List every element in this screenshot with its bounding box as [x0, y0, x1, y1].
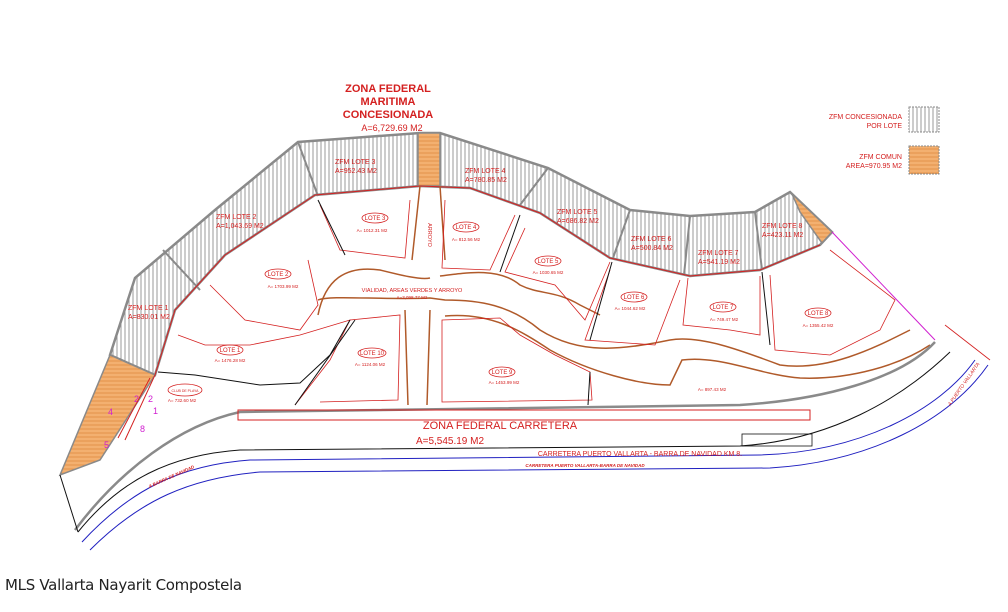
- zfm-lote-2-label: ZFM LOTE 2: [216, 214, 257, 221]
- lote-1-area: A= 1476.28 M2: [215, 358, 246, 363]
- zfm-lote-4-label: ZFM LOTE 4: [465, 168, 506, 175]
- road-black-edge: [59, 351, 951, 533]
- arroyo-label: ARROYO: [426, 223, 432, 248]
- lote-4-label: LOTE 4: [456, 225, 477, 231]
- vialidad-label: VIALIDAD, AREAS VERDES Y ARROYO: [362, 288, 463, 294]
- lote-4-area: A= 812.56 M2: [452, 237, 481, 242]
- road-structure: [741, 433, 813, 447]
- lote-10-area: A= 1124.06 M2: [355, 362, 386, 367]
- highway-line-outer: [89, 364, 989, 551]
- lote-6-label: LOTE 6: [624, 295, 645, 301]
- lote-9-label: LOTE 9: [492, 370, 513, 376]
- zfm-lote-8-area: A=423.11 M2: [762, 232, 803, 239]
- zfm-lote-7-area: A=541.19 M2: [698, 259, 740, 266]
- zfm-lote-1-label: ZFM LOTE 1: [128, 305, 169, 312]
- title-area: A=6,729.69 M2: [361, 123, 422, 133]
- lot-outlines: [177, 199, 896, 406]
- zona-federal-carretera-box: [237, 409, 811, 421]
- title-line-2: MARITIMA: [361, 96, 416, 108]
- highway-line: [81, 359, 976, 543]
- lote-2-area: A= 1703.99 M2: [268, 284, 299, 289]
- vertex-8: 8: [140, 424, 145, 434]
- dimension-line-left: [117, 377, 151, 439]
- zfm-lote-4-area: A=780.85 M2: [465, 177, 507, 184]
- legend-concesionada-label: ZFM CONCESIONADA: [829, 114, 902, 121]
- club-area: A= 732.60 M2: [168, 398, 197, 403]
- vialidad-area: A=3,098.77 M2: [397, 295, 428, 300]
- legend-comun-label: ZFM COMUN: [859, 154, 902, 161]
- legend-hatch-swatch: [908, 106, 940, 133]
- zfm-lote-6-label: ZFM LOTE 6: [631, 236, 672, 243]
- legend-concesionada-label-2: POR LOTE: [867, 123, 903, 130]
- vertex-2b: 2: [148, 394, 153, 404]
- road-edge: [74, 341, 936, 531]
- lote-9-area: A= 1453.99 M2: [489, 380, 520, 385]
- lote-3-area: A= 1012.31 M2: [357, 228, 388, 233]
- property-line: [831, 231, 936, 341]
- zfm-lote-5-area: A=686.82 M2: [557, 218, 599, 225]
- zfm-comun-corner: [791, 193, 834, 245]
- lote-10-label: LOTE 10: [360, 351, 385, 357]
- lote-6-area: A= 1044.62 M2: [615, 306, 646, 311]
- to-barra-label: A BARRA DE NAVIDAD: [147, 464, 196, 489]
- legend: ZFM CONCESIONADA POR LOTE ZFM COMUN AREA…: [829, 106, 940, 175]
- lot-label-ovals: [167, 212, 832, 397]
- to-vallarta-label: A PUERTO VALLARTA: [946, 361, 981, 408]
- lote-3-label: LOTE 3: [365, 216, 386, 222]
- zfm-lote-1-area: A=830.01 M2: [128, 314, 170, 321]
- zfm-lote-6-area: A=500.84 M2: [631, 245, 673, 252]
- zona-carretera-label: ZONA FEDERAL CARRETERA: [423, 420, 578, 432]
- legend-comun-area: AREA=970.95 M2: [846, 163, 902, 170]
- club-label: CLUB DE PLAYA: [172, 389, 200, 393]
- zfm-lote-2-area: A=1,043.69 M2: [216, 223, 264, 230]
- zfm-comun-strip: [417, 132, 441, 187]
- vertex-5: 5: [104, 440, 109, 450]
- vertex-4: 4: [108, 407, 113, 417]
- dimension-line: [944, 324, 991, 361]
- lote-5-label: LOTE 5: [538, 259, 559, 265]
- vialidad-south-area: A= 897.43 M2: [698, 387, 727, 392]
- zfm-dividers: [162, 141, 763, 291]
- highway-lane-label: CARRETERA PUERTO VALLARTA-BARRA DE NAVID…: [525, 463, 645, 468]
- zfm-lote-7-label: ZFM LOTE 7: [698, 250, 739, 257]
- lote-7-label: LOTE 7: [713, 305, 734, 311]
- zfm-lote-5-label: ZFM LOTE 5: [557, 209, 598, 216]
- lot-lines: [157, 199, 771, 406]
- lote-1-label: LOTE 1: [220, 348, 241, 354]
- zfm-lote-8-label: ZFM LOTE 8: [762, 223, 803, 230]
- lote-7-area: A= 749.47 M2: [710, 317, 739, 322]
- zona-carretera-area: A=5,545.19 M2: [416, 436, 485, 447]
- watermark: MLS Vallarta Nayarit Compostela: [5, 576, 242, 594]
- lote-8-area: A= 1355.42 M2: [803, 323, 834, 328]
- zfm-lote-3-area: A=952.43 M2: [335, 168, 377, 175]
- lote-2-label: LOTE 2: [268, 272, 289, 278]
- lote-8-label: LOTE 8: [808, 311, 829, 317]
- internal-roads: [317, 185, 931, 406]
- highway-label: CARRETERA PUERTO VALLARTA - BARRA DE NAV…: [538, 451, 742, 458]
- legend-orange-swatch: [908, 145, 940, 175]
- lote-5-area: A= 1030.65 M2: [533, 270, 564, 275]
- vertex-1: 1: [153, 406, 158, 416]
- vertex-2a: 2: [134, 394, 139, 404]
- lot-boundary: [124, 185, 821, 441]
- title-line-1: ZONA FEDERAL: [345, 83, 431, 95]
- title-line-3: CONCESIONADA: [343, 109, 434, 121]
- zfm-lote-3-label: ZFM LOTE 3: [335, 159, 376, 166]
